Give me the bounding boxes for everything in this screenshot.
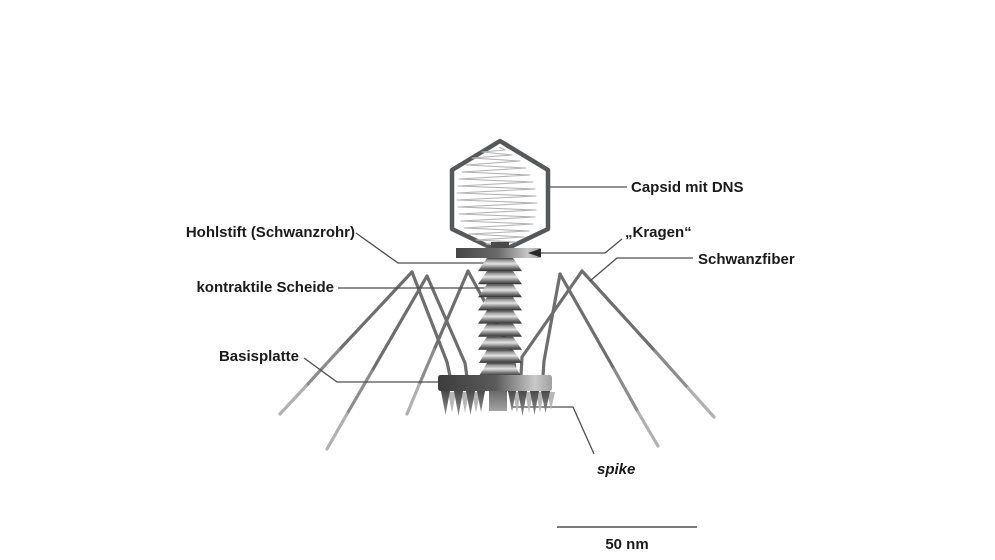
label-kragen: „Kragen“ [625,224,692,241]
leader-spike [513,406,595,455]
capsid [449,138,551,255]
tail-fiber-shin [410,270,452,378]
tail-fiber-shin [519,269,584,378]
contractile-sheath [478,258,522,376]
label-spike: spike [597,461,635,478]
tail-fibers [278,269,716,451]
tail-fiber-left-outer [278,270,414,416]
label-schwanzfiber: Schwanzfiber [698,251,795,268]
leader-basisplatte [303,357,455,383]
label-kontraktile-scheide: kontraktile Scheide [196,279,334,296]
kragen-arrowhead-icon [528,248,541,258]
baseplate-assembly [438,375,555,416]
label-basisplatte: Basisplatte [219,348,299,365]
tail-fiber-left-inner [405,269,470,416]
tail-fiber-shin [425,274,469,379]
collar [456,248,540,258]
tail-fiber-left-middle [325,274,429,451]
leader-schwanzfiber [589,257,693,282]
dna-strand [456,146,538,251]
neck-and-collar [456,242,541,258]
leader-kragen [540,238,623,254]
scale-bar: 50 nm [557,526,697,553]
scale-bar-label: 50 nm [605,536,648,553]
leader-hohlstift [355,232,487,264]
tail-fiber-right-outer [580,269,716,419]
tail-fiber-right-inner [558,272,660,448]
central-tube-stub [489,391,507,411]
tail-fiber-shin [541,272,562,378]
baseplate-spikes-dark [441,391,550,416]
baseplate-spikes-light [448,392,555,413]
baseplate [438,375,552,391]
label-hohlstift-schwanzrohr: Hohlstift (Schwanzrohr) [186,224,355,241]
label-capsid-mit-dns: Capsid mit DNS [631,179,744,196]
